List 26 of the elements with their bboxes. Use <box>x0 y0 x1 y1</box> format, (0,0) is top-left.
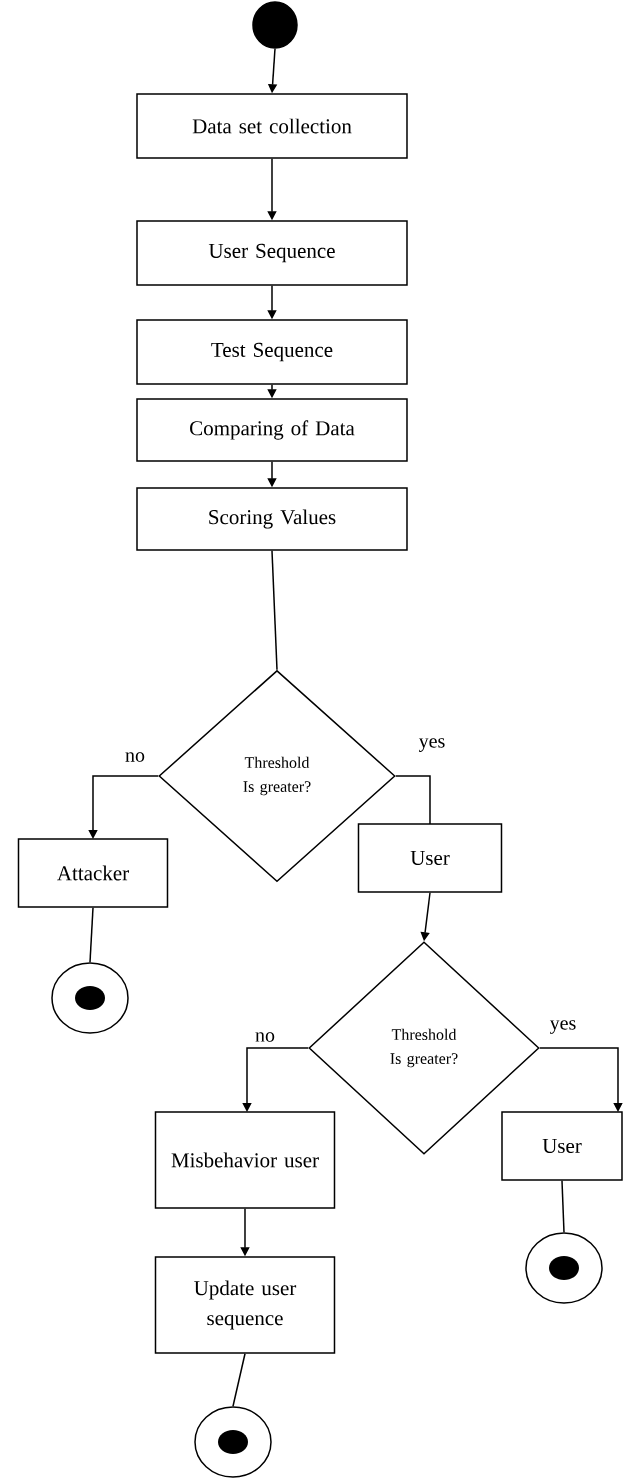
arrow <box>539 1047 623 1112</box>
activity-box: User Sequence <box>136 220 408 286</box>
arrow <box>242 1047 309 1112</box>
activity-box: Attacker <box>17 838 169 908</box>
connector-line <box>271 550 278 671</box>
edge-label: no <box>124 751 146 763</box>
activity-box: Data set collection <box>136 93 408 159</box>
connector-line <box>561 1180 565 1233</box>
edge-label: no <box>254 1031 276 1043</box>
activity-box: Scoring Values <box>136 487 408 551</box>
activity-box: Comparing of Data <box>136 398 408 462</box>
arrow <box>88 775 159 839</box>
activity-box: User <box>357 823 503 893</box>
connector-line <box>395 775 431 825</box>
end-node <box>51 962 129 1034</box>
connector-line <box>232 1353 246 1407</box>
activity-box: Misbehavior user <box>154 1111 336 1209</box>
edge-label: yes <box>417 737 447 753</box>
edge-label: yes <box>548 1019 578 1035</box>
activity-box: Test Sequence <box>136 319 408 385</box>
end-node <box>194 1406 272 1478</box>
start-node <box>252 1 298 49</box>
activity-box: User <box>501 1111 623 1181</box>
connector-line <box>89 907 94 963</box>
end-node <box>525 1232 603 1304</box>
activity-box: Update user sequence <box>154 1256 336 1354</box>
